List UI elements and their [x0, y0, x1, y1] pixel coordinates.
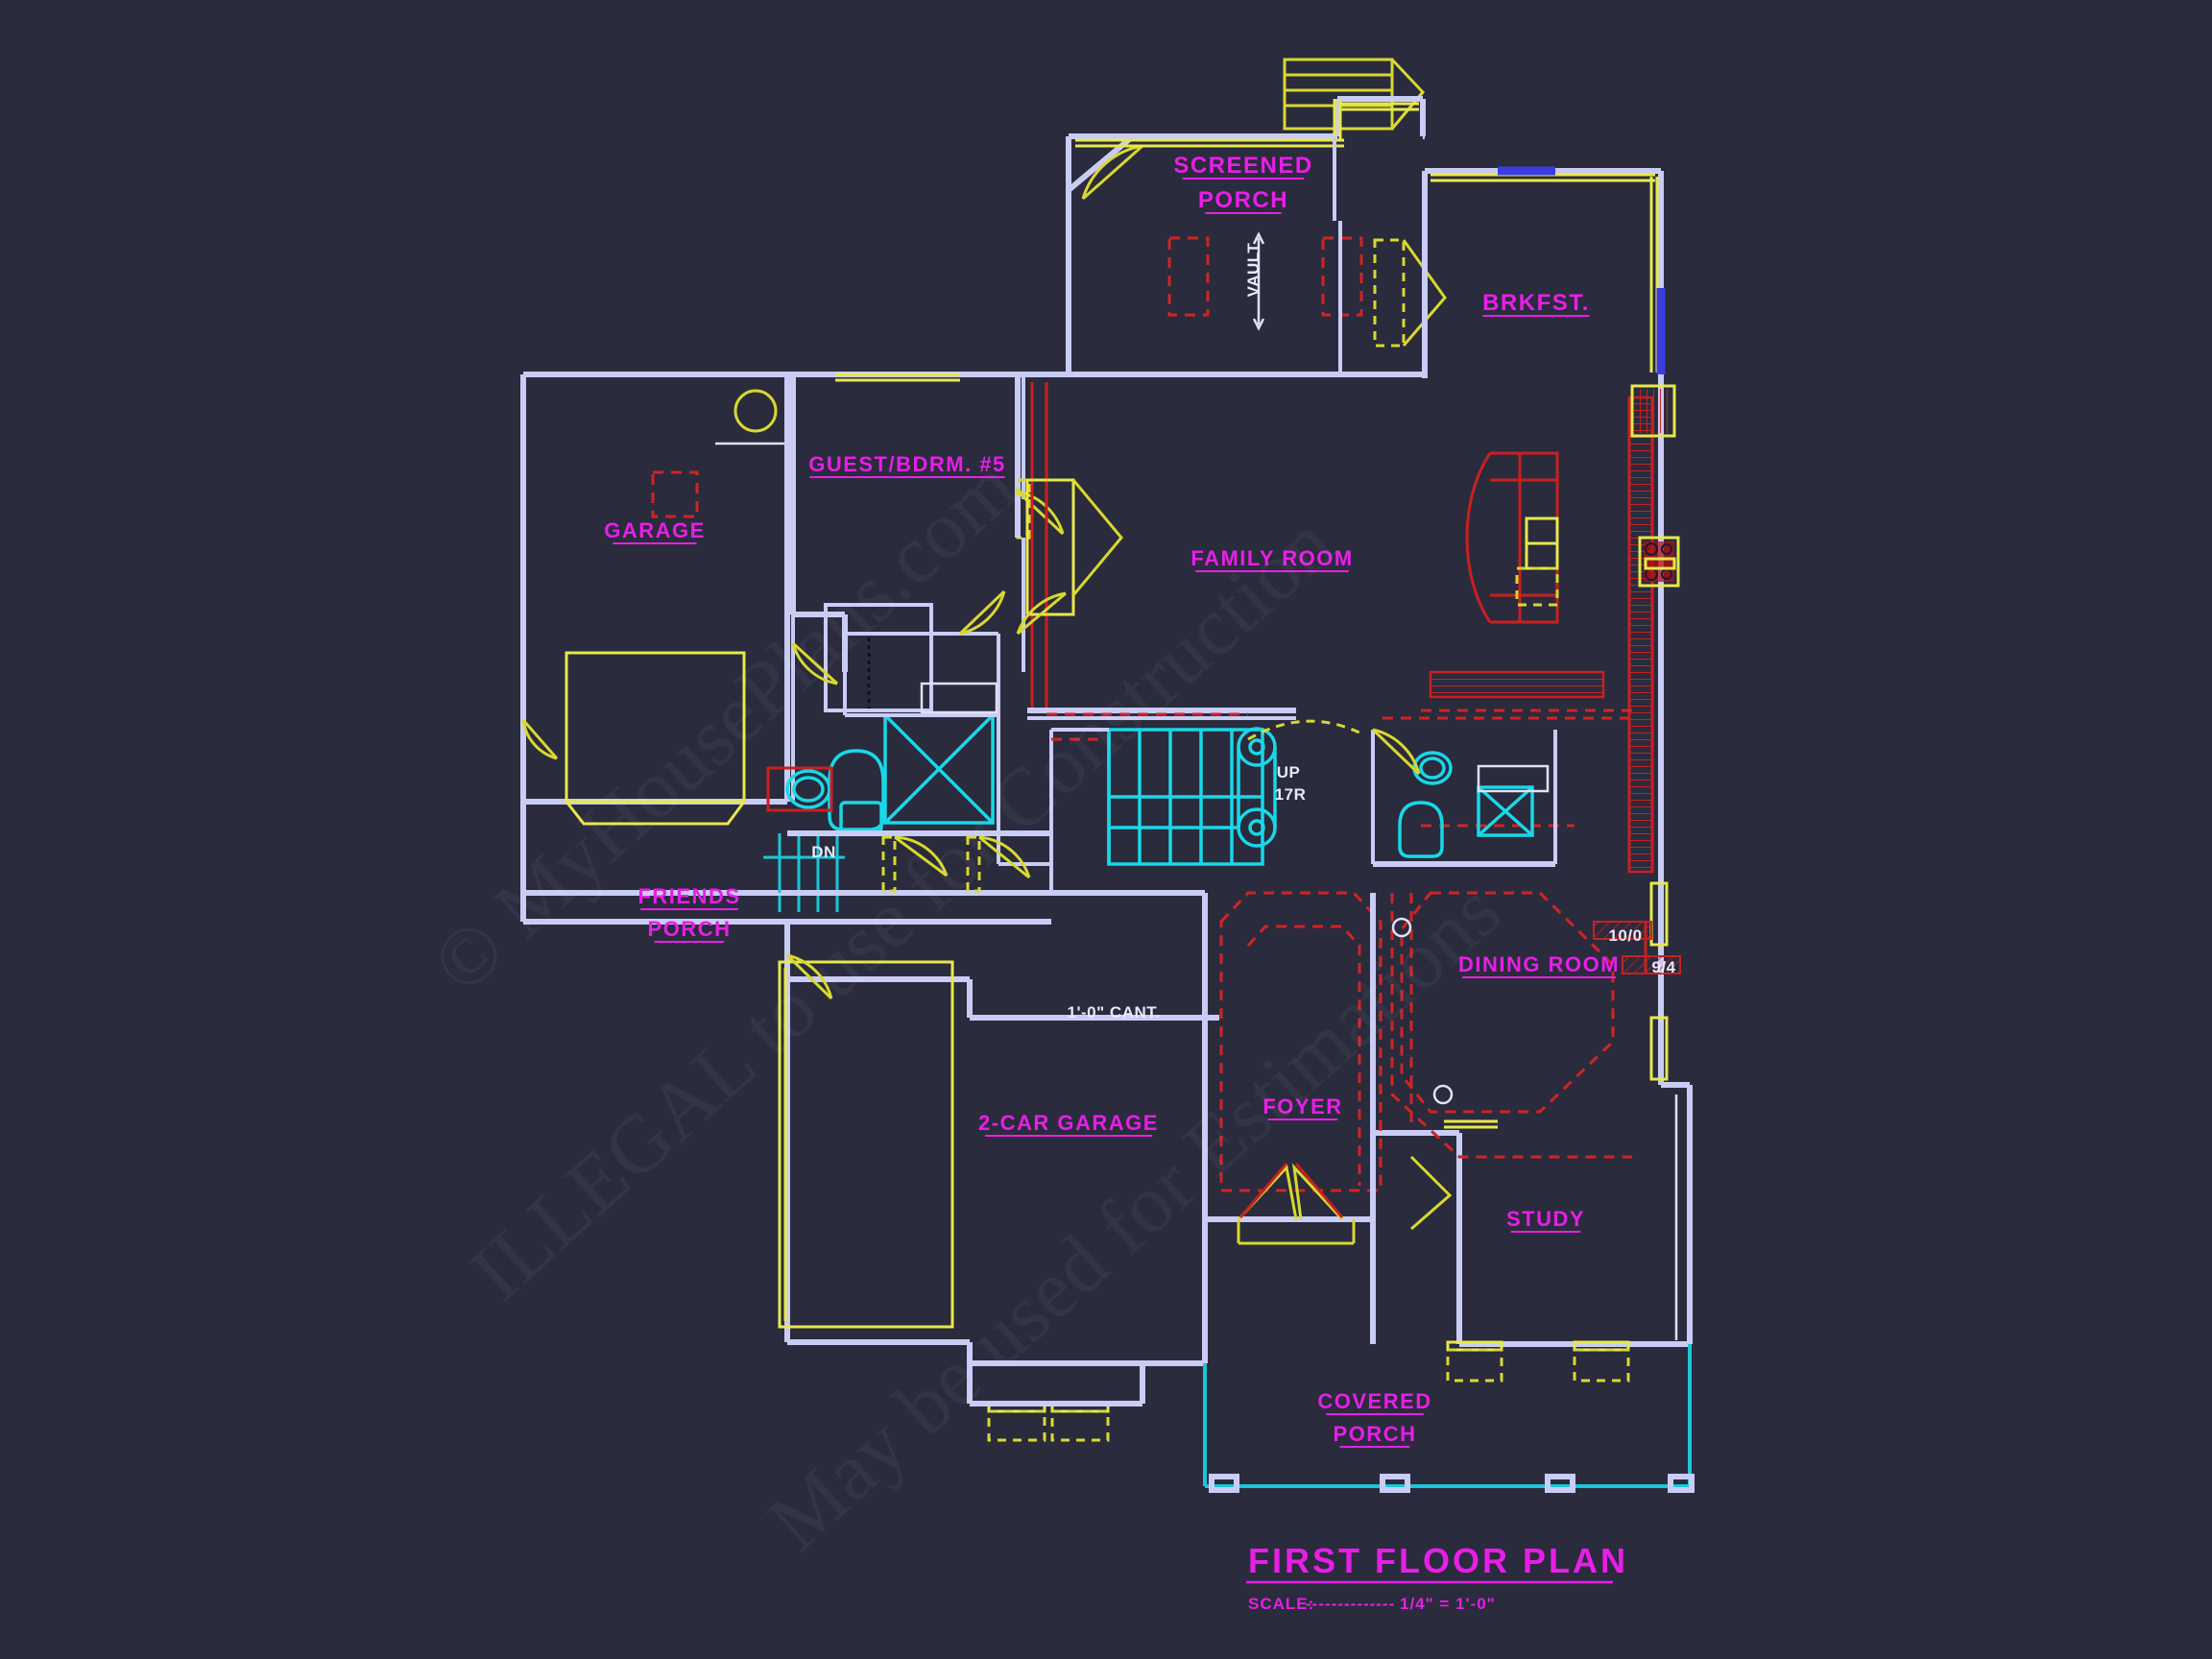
study-windows	[1446, 1340, 1630, 1382]
kitchen-island	[1465, 451, 1559, 624]
covered-porch-structure	[1203, 1344, 1695, 1493]
breakfast-room-structure	[1422, 166, 1666, 378]
title-block: FIRST FLOOR PLAN SCALE: -------------- 1…	[1246, 1541, 1628, 1613]
porch-stairs	[1283, 58, 1426, 131]
misc-partitions	[1049, 716, 1632, 833]
friends-porch-structure	[520, 833, 833, 1000]
room-label-guest-bdrm-5: GUEST/BDRM. #5	[808, 452, 1006, 476]
annotation-stairs-up-risers: 17R	[1275, 785, 1307, 804]
cooktop-icon	[1638, 536, 1680, 588]
single-garage	[521, 374, 795, 826]
foyer-ceiling-tray	[1202, 891, 1382, 1245]
main-staircase	[1107, 727, 1277, 866]
annotation-ceiling-10-0: 10/0	[1608, 926, 1642, 945]
room-label-dining-room: DINING ROOM	[1458, 952, 1620, 976]
room-label-family-room: FAMILY ROOM	[1190, 546, 1353, 570]
annotation-cantilever: 1'-0" CANT.	[1068, 1003, 1161, 1022]
guest-bedroom-structure	[790, 373, 1065, 712]
annotation-stairs-dn: DN	[811, 843, 836, 861]
half-bath-fixtures	[785, 749, 885, 833]
vault-arrow	[1252, 231, 1265, 331]
room-label-foyer: FOYER	[1262, 1094, 1342, 1118]
scale-dashes: --------------	[1306, 1595, 1395, 1613]
plan-title: FIRST FLOOR PLAN	[1248, 1541, 1628, 1580]
front-entry-doors	[1237, 1163, 1356, 1245]
room-label-study: STUDY	[1506, 1207, 1585, 1231]
room-label-brkfst: BRKFST.	[1482, 290, 1590, 316]
ceiling-height-break	[1593, 921, 1681, 974]
dining-windows	[1649, 881, 1669, 1081]
dining-room-structure	[1390, 881, 1681, 1231]
annotation-vault: VAULT	[1244, 243, 1262, 298]
annotation-ceiling-9-4: 9/4	[1651, 958, 1675, 976]
room-label-two-car-garage: 2-CAR GARAGE	[978, 1111, 1159, 1135]
porch-door	[1081, 144, 1143, 201]
hall-doors	[881, 835, 1031, 893]
shower-stall	[883, 713, 995, 825]
room-label-screened-porch: SCREENED	[1173, 153, 1312, 179]
room-label-friends-porch: PORCH	[648, 917, 732, 941]
laundry-room	[843, 589, 1067, 717]
two-car-garage-structure	[778, 890, 1219, 1442]
powder-room	[1371, 728, 1557, 867]
room-label-friends-porch: FRIENDS	[637, 884, 740, 908]
room-label-garage: GARAGE	[604, 518, 706, 542]
scale-label: SCALE:	[1248, 1595, 1314, 1613]
stair-and-hall	[763, 589, 1557, 912]
annotation-group: VAULT UP 17R DN 1'-0" CANT. 10/0 9/4	[811, 243, 1675, 1022]
family-room-structure	[1015, 382, 1296, 720]
room-label-covered-porch: PORCH	[1334, 1422, 1417, 1446]
garage-bottom-windows	[987, 1402, 1110, 1442]
scale-value: 1/4" = 1'-0"	[1400, 1595, 1496, 1613]
room-label-group: SCREENED PORCH BRKFST. GUEST/BDRM. #5 GARAGE…	[604, 153, 1620, 1448]
room-label-screened-porch: PORCH	[1198, 187, 1288, 213]
kitchen-cabinets	[1421, 384, 1680, 874]
room-label-covered-porch: COVERED	[1317, 1389, 1431, 1413]
annotation-stairs-up: UP	[1277, 763, 1301, 781]
study-structure	[1370, 1094, 1678, 1382]
screened-porch-structure	[1066, 58, 1447, 377]
